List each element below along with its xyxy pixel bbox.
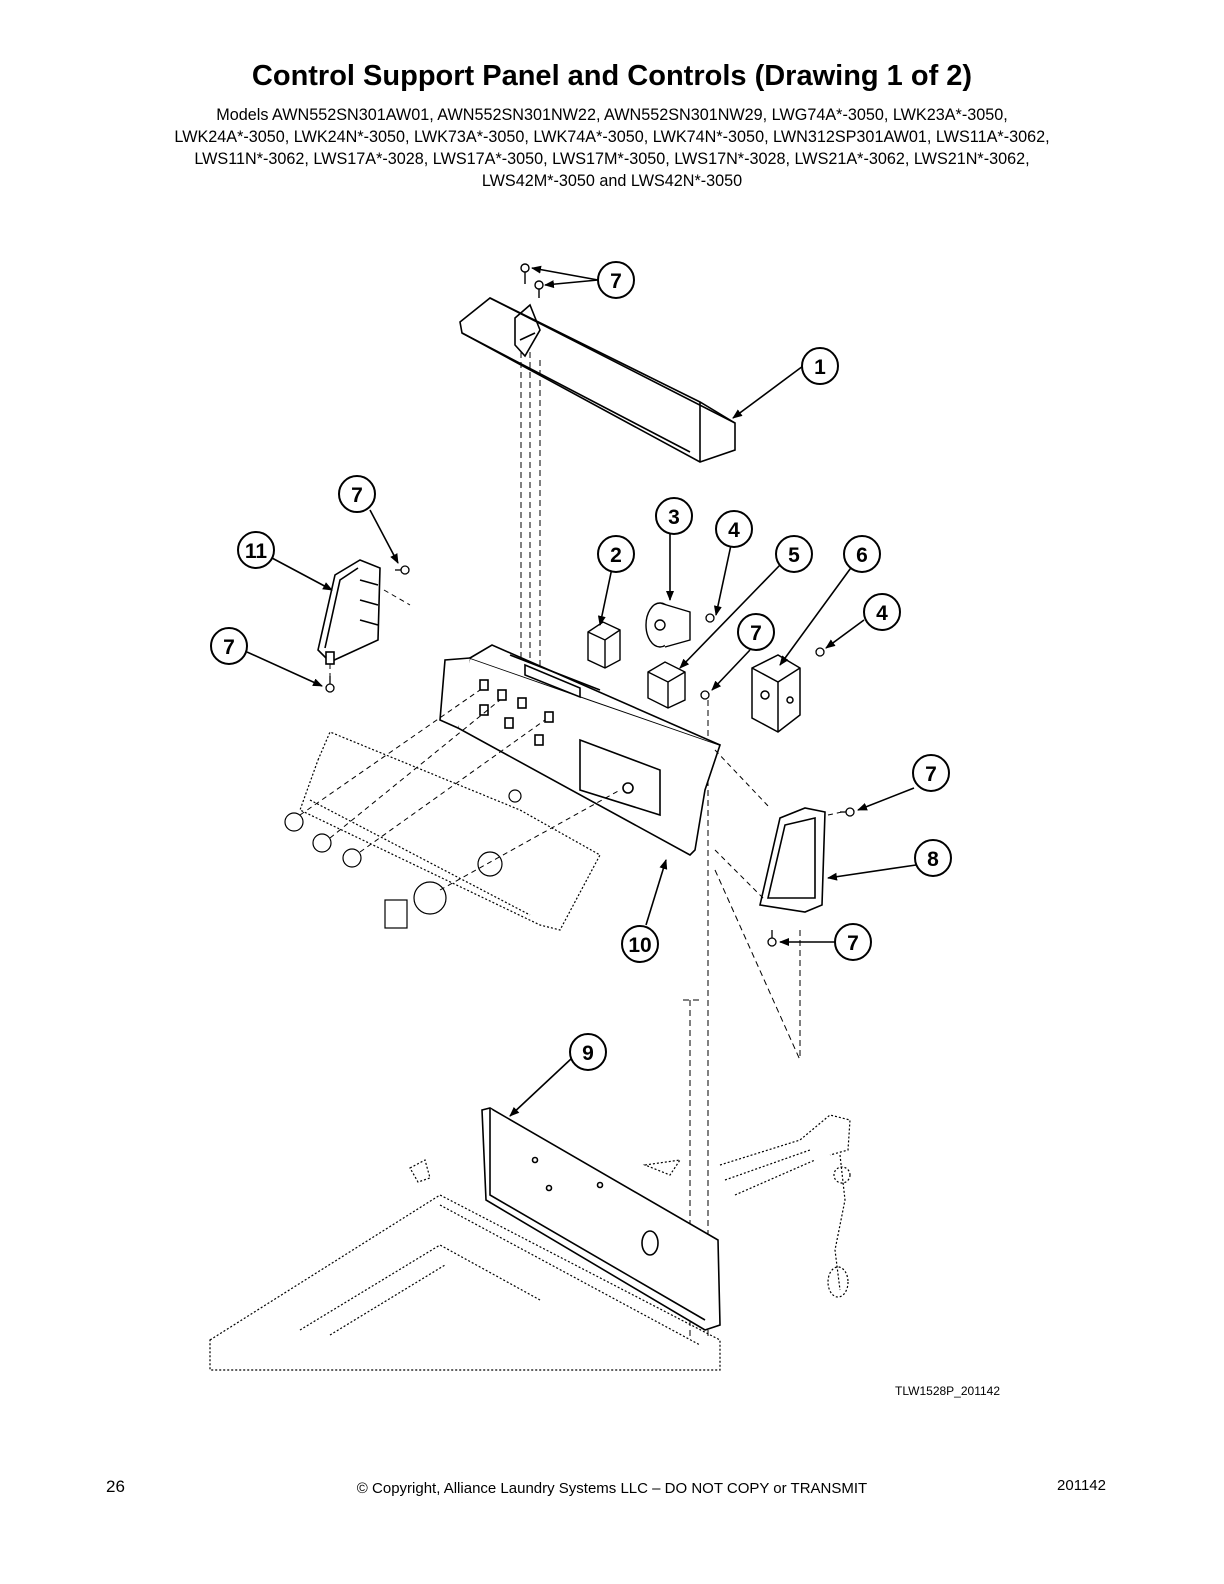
document-code: 201142: [1057, 1477, 1106, 1494]
callout-label: 6: [856, 544, 868, 567]
screw-icon: [700, 613, 825, 700]
callout-badge: 6: [843, 535, 881, 573]
water-level-switch: [645, 602, 691, 648]
callout-label: 7: [223, 636, 235, 659]
cabinet-top: [209, 1194, 721, 1371]
screw-icon: [325, 565, 410, 693]
control-support-bracket: [481, 1107, 721, 1331]
callout-badge: 1: [801, 347, 839, 385]
callout-label: 9: [582, 1042, 594, 1065]
leader-lines: [246, 265, 917, 1117]
models-line: LWS11N*-3062, LWS17A*-3028, LWS17A*-3050…: [194, 150, 1030, 168]
alignment-lines: [299, 689, 621, 891]
models-line: Models AWN552SN301AW01, AWN552SN301NW22,…: [216, 106, 1008, 124]
page-title: Control Support Panel and Controls (Draw…: [251, 60, 973, 92]
callout-badge: 7: [338, 475, 376, 513]
callout-label: 4: [728, 519, 740, 542]
callout-label: 10: [628, 934, 651, 957]
alignment-lines: [714, 749, 843, 901]
console-panel: [439, 644, 722, 856]
left-end-cap: [317, 559, 381, 665]
callout-badge: 7: [210, 627, 248, 665]
callout-label: 1: [814, 356, 826, 379]
copyright-notice: © Copyright, Alliance Laundry Systems LL…: [356, 1480, 868, 1497]
callout-badge: 7: [737, 613, 775, 651]
callout-badge: 4: [863, 593, 901, 631]
callout-label: 7: [847, 932, 859, 955]
callout-badge: 9: [569, 1033, 607, 1071]
callout-label: 3: [668, 506, 680, 529]
callout-badge: 11: [237, 531, 275, 569]
models-line: LWK24A*-3050, LWK24N*-3050, LWK73A*-3050…: [174, 128, 1050, 146]
callout-badges: 7 1 7 11 7 3 4 2 5 6 4 7 7 8 10 7 9: [210, 261, 952, 1071]
callout-badge: 8: [914, 839, 952, 877]
callout-badge: 5: [775, 535, 813, 573]
wire-harness: [409, 1114, 851, 1298]
alignment-lines: [329, 589, 411, 676]
models-line: LWS42M*-3050 and LWS42N*-3050: [481, 172, 743, 190]
callout-badge: 10: [621, 925, 659, 963]
callout-label: 7: [925, 763, 937, 786]
screw-icon: [520, 263, 544, 298]
callout-badge: 2: [597, 535, 635, 573]
callout-label: 2: [610, 544, 622, 567]
callout-badge: 7: [597, 261, 635, 299]
callout-badge: 3: [655, 497, 693, 535]
callout-badge: 4: [715, 510, 753, 548]
knob-icon: [284, 789, 522, 929]
display-panel: [299, 731, 601, 931]
callout-badge: 7: [912, 754, 950, 792]
rotary-switch: [647, 661, 686, 709]
page-number: 26: [106, 1477, 125, 1496]
timer: [751, 654, 801, 733]
screw-icon: [767, 807, 855, 947]
drawing-id: TLW1528P_201142: [895, 1384, 1000, 1398]
callout-label: 7: [351, 484, 363, 507]
callout-label: 7: [750, 622, 762, 645]
right-end-cap: [759, 807, 826, 913]
control-panel-cap: [459, 297, 736, 463]
callout-label: 7: [610, 270, 622, 293]
callout-label: 11: [245, 540, 268, 563]
callout-label: 5: [788, 544, 800, 567]
callout-badge: 7: [834, 923, 872, 961]
callout-label: 8: [927, 848, 939, 871]
models-list: Models AWN552SN301AW01, AWN552SN301NW22,…: [110, 104, 1114, 192]
selector-switch: [587, 621, 621, 669]
callout-label: 4: [876, 602, 888, 625]
